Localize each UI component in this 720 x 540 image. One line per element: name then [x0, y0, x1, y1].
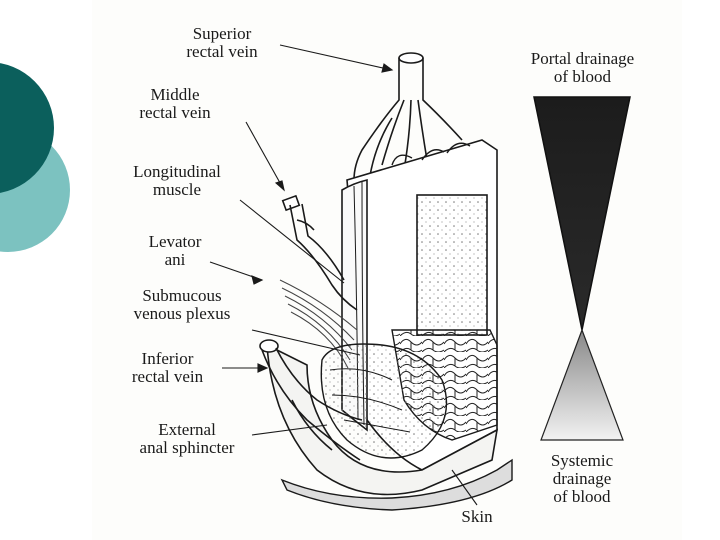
middle-rectal-vein	[281, 194, 358, 311]
anatomy-figure: Superior rectal vein Middle rectal vein …	[92, 0, 682, 540]
portal-drainage-label: Portal drainage of blood	[530, 49, 635, 86]
middle-rectal-vein-label: Middle rectal vein	[139, 85, 211, 122]
longitudinal-muscle-label: Longitudinal muscle	[133, 162, 221, 199]
decorative-circles	[0, 63, 70, 252]
systemic-drainage-label: Systemic drainage of blood	[550, 451, 614, 506]
external-anal-sphincter-label: External anal sphincter	[139, 420, 235, 457]
skin-label: Skin	[461, 507, 493, 526]
portal-drainage-wedge	[533, 96, 631, 331]
skin-base	[280, 458, 513, 511]
superior-rectal-vein-label: Superior rectal vein	[186, 24, 258, 61]
anal-canal	[266, 343, 499, 496]
mucosa-panel	[416, 194, 488, 336]
dark-teal-circle	[0, 63, 54, 193]
superior-rectal-vein	[353, 52, 463, 191]
levator-ani-label: Levator ani	[148, 232, 202, 269]
inferior-rectal-vein-label: Inferior rectal vein	[131, 349, 204, 386]
external-sphincter-outline	[320, 343, 448, 459]
systemic-drainage-wedge	[540, 328, 624, 441]
leader-lines	[209, 44, 478, 506]
submucous-venous-plexus-label: Submucous venous plexus	[133, 286, 231, 323]
rectum-illustration	[209, 44, 631, 511]
